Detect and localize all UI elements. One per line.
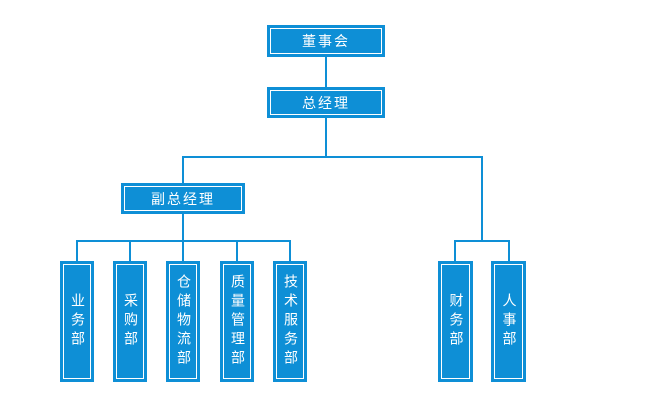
connector-gm-down [325, 118, 327, 158]
connector-drop-quality [236, 240, 238, 261]
node-finance-dept: 财务部 [438, 261, 473, 382]
connector-board-to-gm [325, 57, 327, 87]
node-warehousing-logistics-dept: 仓储物流部 [166, 261, 200, 382]
connector-drop-hr [508, 240, 510, 261]
node-business-dept: 业务部 [60, 261, 94, 382]
connector-dgm-down [182, 214, 184, 241]
connector-drop-to-dgm [182, 157, 184, 183]
connector-drop-technical [289, 240, 291, 261]
connector-level2-bus [182, 156, 483, 158]
node-quality-management-dept: 质量管理部 [220, 261, 254, 382]
node-general-manager: 总经理 [267, 87, 385, 118]
node-hr-dept: 人事部 [491, 261, 526, 382]
connector-right-down [481, 157, 483, 242]
node-board: 董事会 [267, 25, 385, 57]
connector-drop-finance [454, 240, 456, 261]
connector-drop-warehousing [182, 240, 184, 261]
node-deputy-general-manager: 副总经理 [121, 183, 245, 214]
node-purchasing-dept: 采购部 [113, 261, 147, 382]
connector-drop-business [76, 240, 78, 261]
node-technical-service-dept: 技术服务部 [273, 261, 307, 382]
connector-drop-purchasing [129, 240, 131, 261]
connector-right-bus [454, 240, 510, 242]
